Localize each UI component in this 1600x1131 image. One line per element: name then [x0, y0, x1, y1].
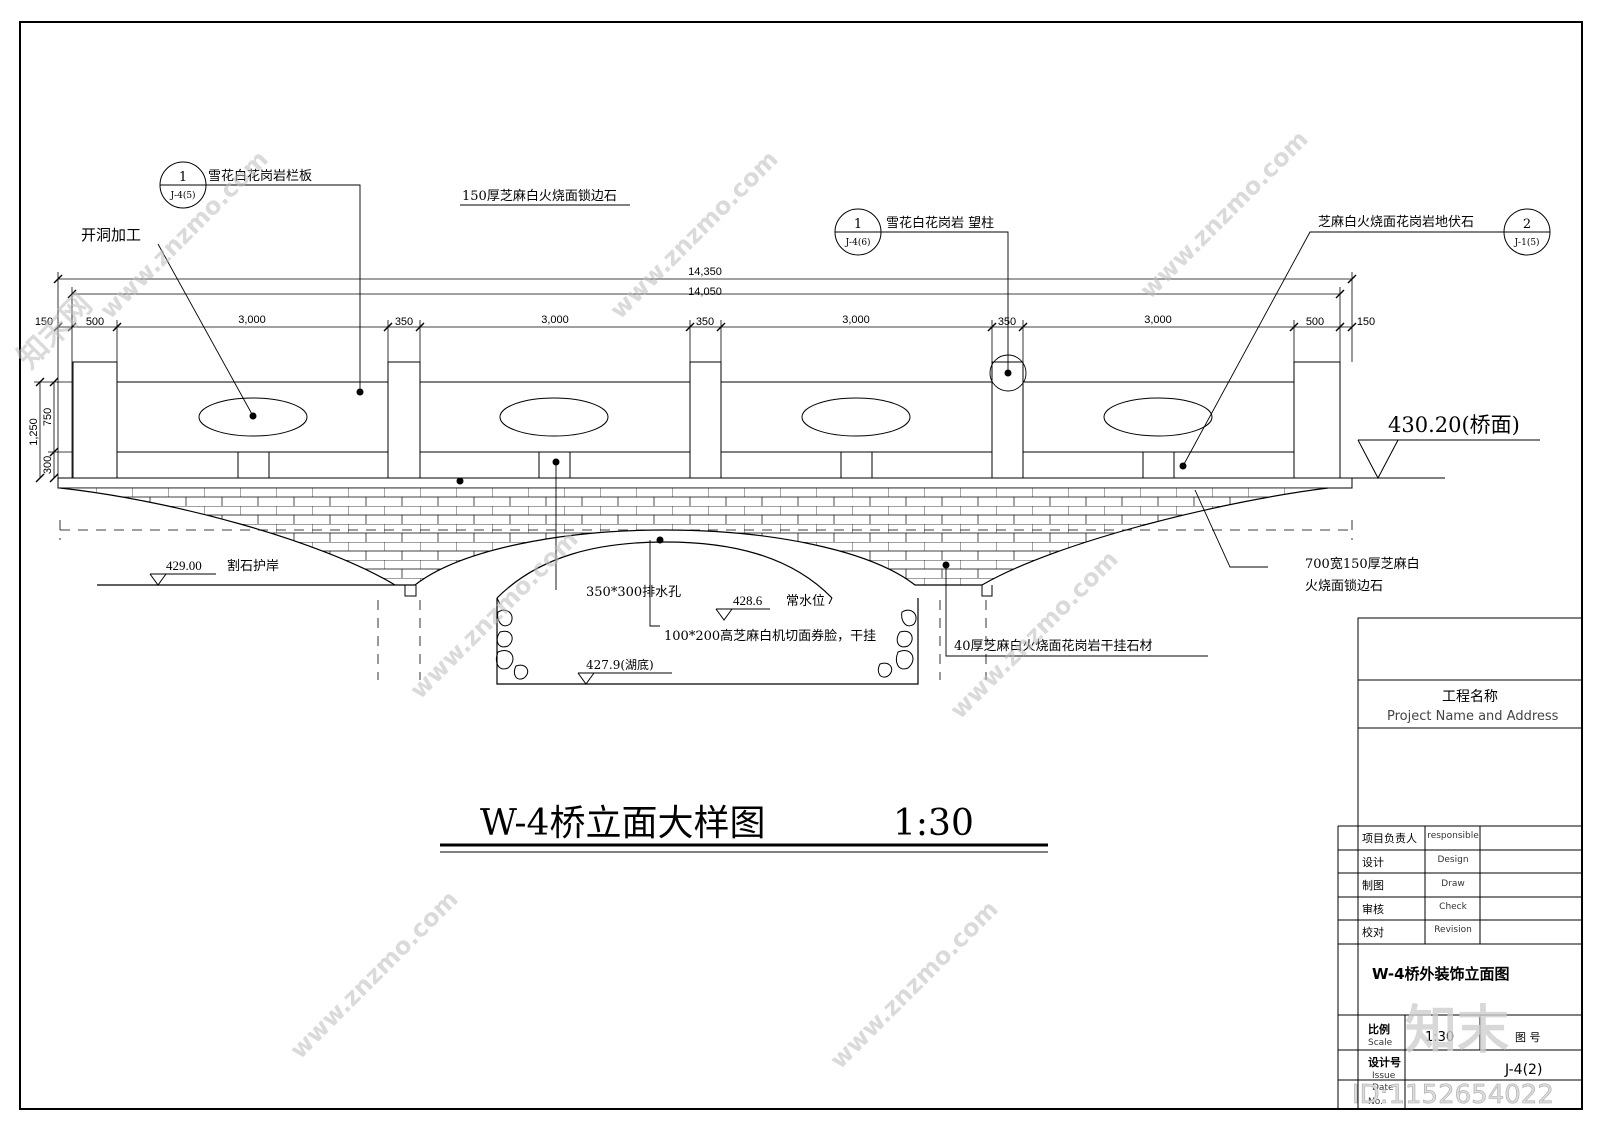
drawing-frame: [19, 21, 1583, 1110]
end-post-left: [72, 361, 118, 479]
callout-3-ref: J-1(5): [1513, 237, 1539, 248]
dim-vertical-2: 750: [42, 408, 54, 426]
arch-face-label: 100*200高芝麻白机切面券脸，干挂: [664, 628, 876, 644]
cladding-label: 40厚芝麻白火烧面花岗岩干挂石材: [954, 638, 1153, 654]
scale-value: 1:30: [1425, 1030, 1454, 1045]
row-revision-cn: 校对: [1362, 925, 1384, 939]
row-check-en: Check: [1439, 902, 1467, 912]
baluster-panel-label: 雪花白花岗岩栏板: [208, 168, 312, 184]
title-block-grid: [1337, 617, 1583, 1110]
ground-stone-label: 芝麻白火烧面花岗岩地伏石: [1318, 214, 1474, 230]
callout-2-number: 1: [854, 217, 862, 232]
watermark-3: www.znzmo.com: [1134, 125, 1313, 304]
drawing-name: W-4桥外装饰立面图: [1372, 965, 1510, 983]
post-1: [387, 361, 421, 479]
panel-opening-2: [499, 397, 609, 437]
revetment-level-label: 429.00: [166, 558, 202, 573]
dim-seg-1: 150: [35, 316, 53, 328]
end-post-right: [1293, 361, 1341, 479]
dim-seg-4: 350: [395, 316, 413, 328]
leader-lines: [157, 184, 1515, 657]
dim-vertical-1: 1,250: [28, 418, 40, 446]
channel: [97, 584, 919, 685]
callout-2-ref: J-4(6): [844, 237, 870, 248]
dim-inner: 14,050: [688, 286, 722, 298]
row-revision-en: Revision: [1434, 925, 1472, 935]
dim-vertical-3: 300: [42, 456, 54, 474]
panel-opening-3: [801, 397, 911, 437]
water-level-value: 428.6: [733, 593, 763, 608]
dim-overall: 14,350: [688, 266, 722, 278]
dim-seg-9: 3,000: [1144, 314, 1172, 326]
watermark-6: www.znzmo.com: [284, 885, 463, 1064]
watermarks: www.znzmo.com www.znzmo.com www.znzmo.co…: [11, 125, 1554, 1110]
date-label-en: Date: [1372, 1083, 1394, 1093]
drawing-scale: 1:30: [893, 803, 974, 844]
revetment-label: 割石护岸: [227, 558, 279, 574]
dim-seg-6: 350: [696, 316, 714, 328]
edge-stone-label: 150厚芝麻白火烧面锁边石: [462, 188, 617, 204]
scale-label-cn: 比例: [1368, 1022, 1390, 1036]
panel-opening-4: [1103, 397, 1213, 437]
row-draw-en: Draw: [1441, 879, 1465, 889]
drain-hole-label: 350*300排水孔: [586, 585, 681, 600]
dim-seg-5: 3,000: [541, 314, 569, 326]
title-underline: [440, 843, 1048, 853]
no-label-en: No.: [1368, 1097, 1383, 1107]
hidden-lines: [59, 520, 1353, 680]
water-level-label: 常水位: [786, 594, 825, 609]
balustrade: [57, 361, 1353, 489]
arch-face: [496, 541, 833, 599]
row-check-cn: 审核: [1362, 902, 1384, 916]
project-name-en: Project Name and Address: [1387, 709, 1559, 724]
issue-label-en: Issue: [1372, 1071, 1396, 1081]
callout-symbols: [159, 161, 1551, 256]
ground-stone: [57, 477, 1353, 489]
dim-seg-7: 3,000: [842, 314, 870, 326]
leader-dots: [249, 369, 1187, 569]
row-responsible-en: responsible: [1427, 831, 1479, 841]
deck-level-label: 430.20(桥面): [1388, 413, 1520, 437]
bridge-body: [59, 487, 1329, 605]
hole-process-label: 开洞加工: [81, 226, 141, 244]
post-3: [991, 361, 1024, 479]
drawing-title: W-4桥立面大样图: [480, 803, 765, 844]
sheet-label-cn: 图 号: [1515, 1031, 1541, 1044]
dim-seg-2: 500: [86, 316, 104, 328]
row-design-cn: 设计: [1362, 856, 1384, 869]
callout-3-number: 2: [1523, 217, 1531, 232]
row-draw-cn: 制图: [1362, 879, 1384, 892]
row-design-en: Design: [1437, 855, 1468, 865]
sheet-number: J-4(2): [1504, 1062, 1542, 1078]
lake-bottom-label: 427.9(湖底): [586, 657, 654, 672]
project-name-cn: 工程名称: [1442, 689, 1498, 705]
dim-seg-8: 350: [998, 316, 1016, 328]
level-markers: [149, 439, 1540, 685]
callout-1-ref: J-4(5): [169, 190, 195, 201]
watermark-7: www.znzmo.com: [824, 895, 1003, 1074]
scale-label-en: Scale: [1368, 1038, 1393, 1048]
post-2: [689, 361, 722, 479]
watermark-id: ID:1152654022: [1352, 1080, 1554, 1110]
side-edge-line1: 700宽150厚芝麻白: [1305, 556, 1420, 572]
dimension-lines: [34, 272, 1357, 483]
watermark-logo: 知末: [1405, 1001, 1509, 1061]
row-responsible-cn: 项目负责人: [1362, 831, 1417, 845]
callout-1-number: 1: [179, 170, 187, 185]
side-edge-line2: 火烧面锁边石: [1305, 578, 1383, 594]
post-label: 雪花白花岗岩 望柱: [886, 215, 994, 231]
dim-seg-11: 150: [1357, 316, 1375, 328]
issue-label-cn: 设计号: [1368, 1055, 1401, 1069]
dim-seg-10: 500: [1306, 316, 1324, 328]
dim-seg-3: 3,000: [238, 314, 266, 326]
